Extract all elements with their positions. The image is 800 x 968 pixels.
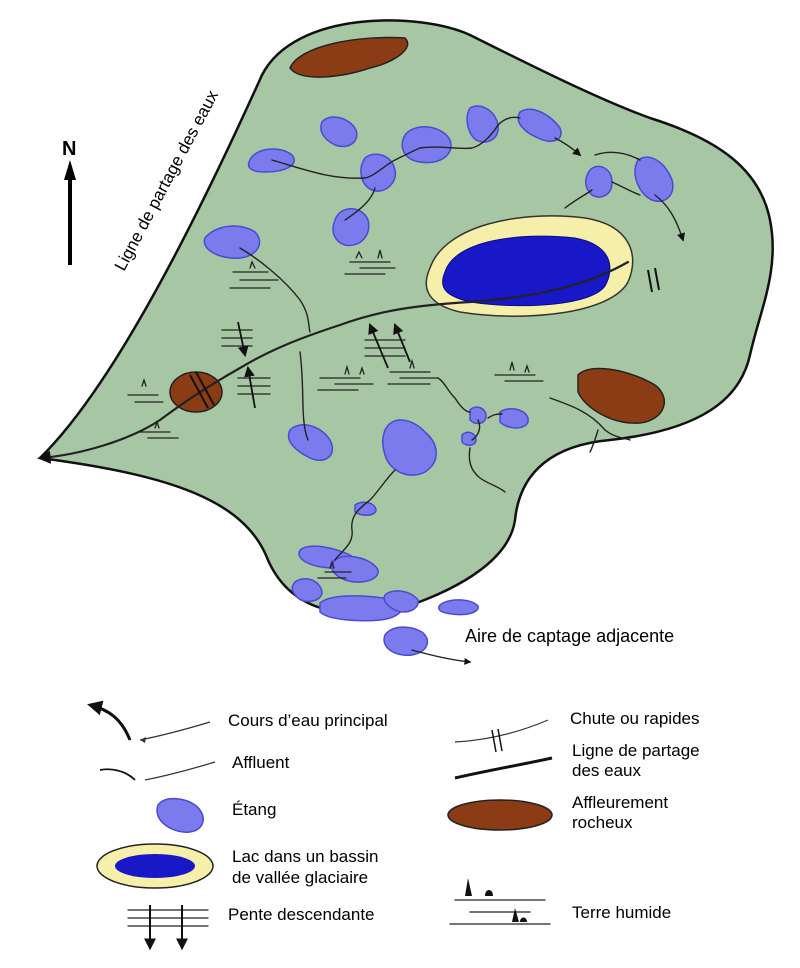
legend-divide-label-line2: des eaux: [572, 761, 641, 780]
wetland-symbols: [127, 249, 544, 579]
legend-lake-label-line1: Lac dans un bassin: [232, 847, 379, 866]
legend-lake: Lac dans un bassin de vallée glaciaire: [96, 843, 379, 889]
legend-main-stream-label: Cours d’eau principal: [228, 711, 388, 730]
legend-slope: Pente descendante: [127, 905, 375, 951]
legend-rock-label-line2: rocheux: [572, 813, 633, 832]
legend-rock-label-line1: Affleurement: [572, 793, 668, 812]
legend-divide-label-line1: Ligne de partage: [572, 741, 700, 760]
legend-tributary: Affluent: [99, 753, 290, 781]
north-label: N: [62, 138, 76, 160]
adjacent-catchment-label: Aire de captage adjacente: [465, 626, 674, 646]
main-stream: [37, 260, 630, 464]
legend-wetland: Terre humide: [449, 878, 671, 925]
legend-falls: Chute ou rapides: [454, 709, 699, 753]
ponds: [203, 105, 674, 656]
legend-pond: Étang: [156, 797, 276, 833]
legend-falls-label: Chute ou rapides: [570, 709, 699, 728]
legend: Cours d’eau principal Affluent Étang Lac…: [87, 700, 700, 951]
legend-slope-label: Pente descendante: [228, 905, 375, 924]
watershed-area: [37, 19, 774, 615]
rock-outcrop-top: [289, 36, 409, 78]
falls-symbols: [189, 267, 660, 409]
legend-rock: Affleurement rocheux: [447, 793, 668, 832]
legend-pond-label: Étang: [232, 800, 276, 819]
glacial-lake: [425, 215, 634, 317]
legend-divide: Ligne de partage des eaux: [454, 741, 700, 780]
legend-tributary-label: Affluent: [232, 753, 290, 772]
legend-wetland-label: Terre humide: [572, 903, 671, 922]
slope-symbols: [221, 321, 411, 409]
legend-main-stream: Cours d’eau principal: [87, 700, 388, 743]
legend-lake-label-line2: de vallée glaciaire: [232, 868, 368, 887]
rock-outcrop-right: [577, 367, 665, 424]
north-arrow: N: [62, 138, 76, 265]
tributaries: [239, 116, 683, 665]
